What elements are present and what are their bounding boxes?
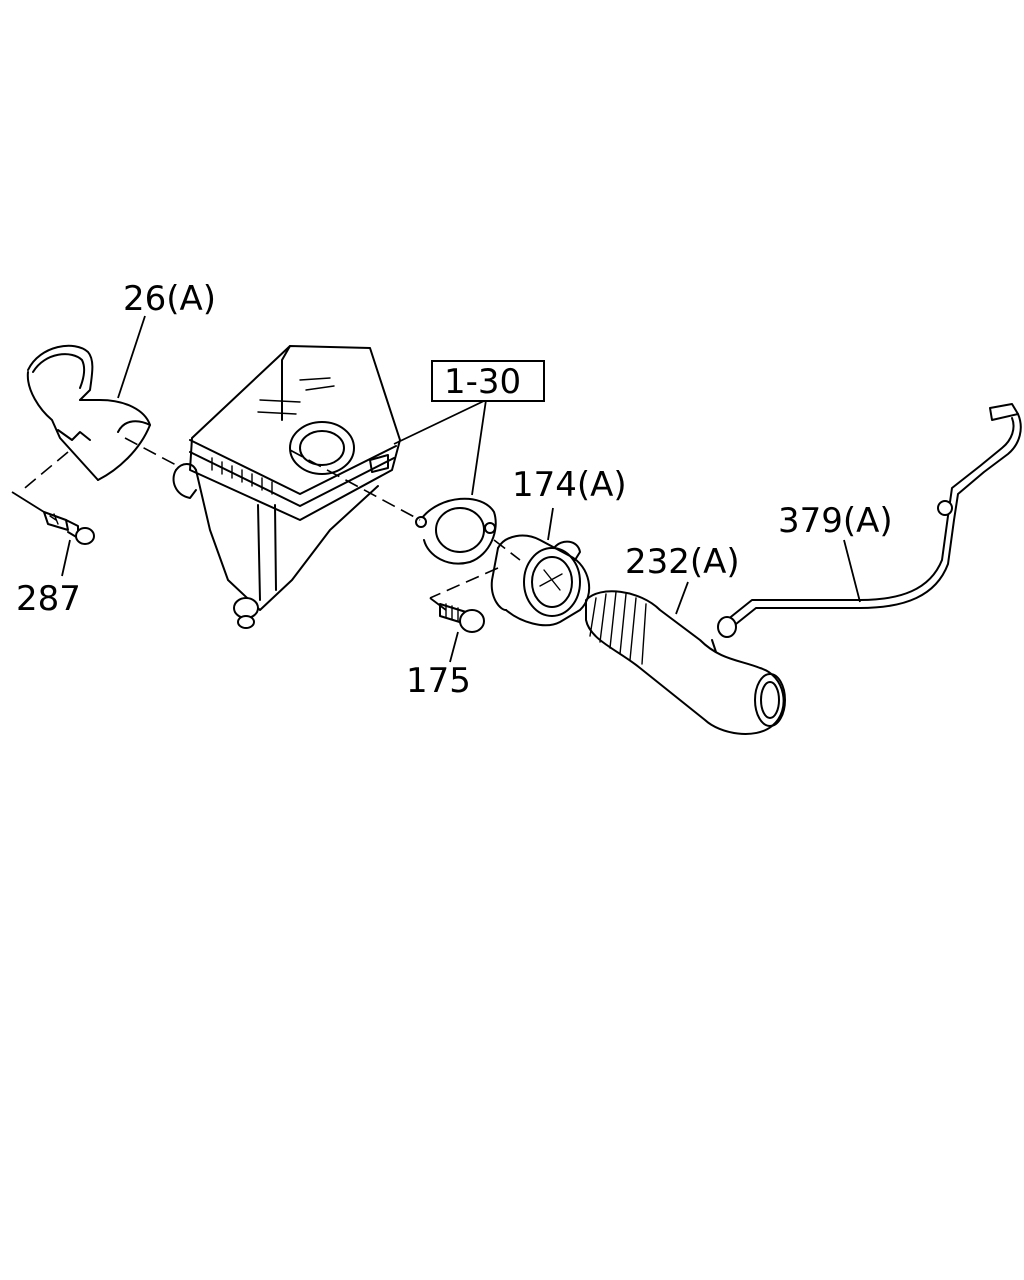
air-cleaner-box (172, 345, 401, 629)
sensor-174 (490, 534, 590, 627)
callout-box-1-30 (431, 360, 545, 402)
callout-174a: 174(A) (512, 465, 627, 505)
intake-hose-232 (585, 590, 786, 735)
gasket-1-30 (415, 497, 497, 565)
callout-1-30: 1-30 (444, 362, 521, 402)
callout-175: 175 (406, 661, 471, 701)
callout-379a: 379(A) (778, 501, 893, 541)
callout-232a: 232(A) (625, 542, 740, 582)
intake-duct-26 (26, 344, 151, 481)
breather-pipe-379 (717, 403, 1022, 638)
callout-287: 287 (16, 579, 81, 619)
bolt-175 (439, 603, 485, 633)
clip-287 (43, 511, 95, 545)
callouts: 26(A) 287 1-30 174(A) 175 232(A) 379(A) (16, 279, 893, 701)
callout-26a: 26(A) (123, 279, 216, 319)
leader-lines (11, 315, 861, 663)
